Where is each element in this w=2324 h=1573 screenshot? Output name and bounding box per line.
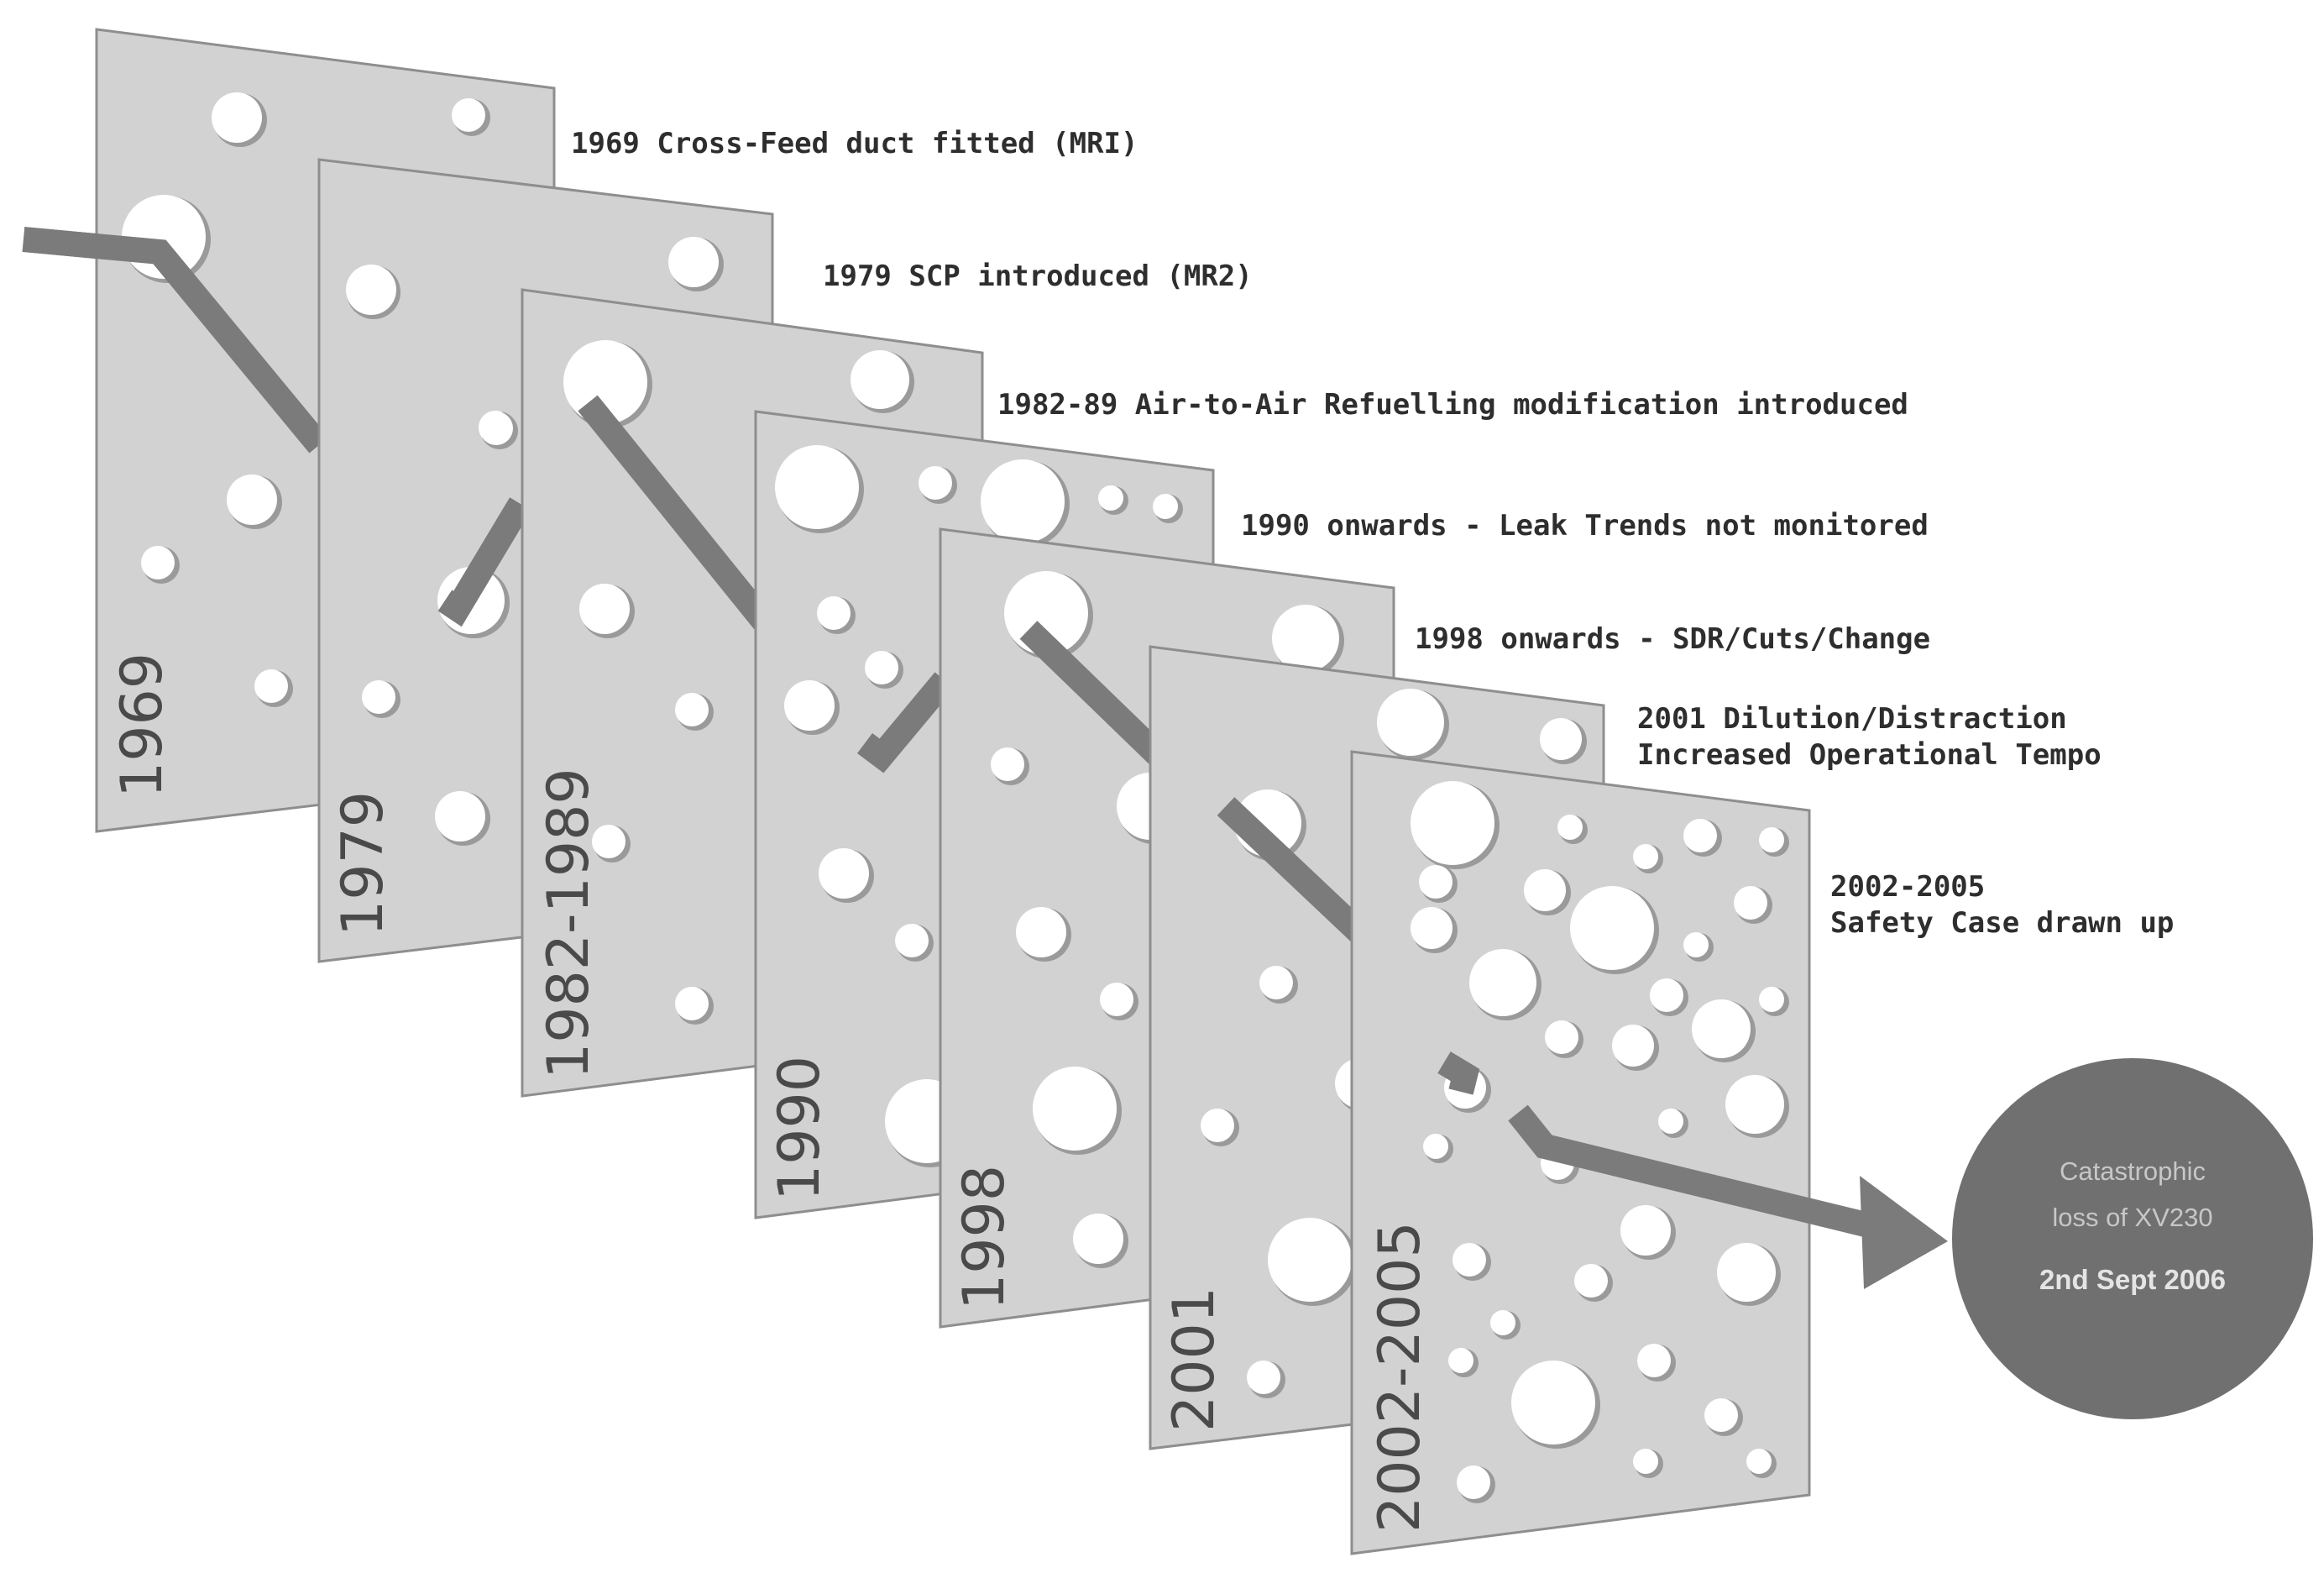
event-labels: 1969 Cross-Feed duct fitted (MRI) 1979 S… [571,127,2174,940]
plate-year-label: 2001 [1161,1287,1227,1432]
event-label-1979: 1979 SCP introduced (MR2) [823,260,1253,293]
event-label-1969: 1969 Cross-Feed duct fitted (MRI) [571,127,1138,160]
plate-year-label: 1969 [109,653,175,798]
event-label-1990: 1990 onwards - Leak Trends not monitored [1241,509,1929,543]
arrowhead-icon [1860,1176,1948,1289]
plate-year-label: 2002-2005 [1367,1221,1433,1533]
plate-year-label: 1982-1989 [536,768,602,1079]
outcome-circle: Catastrophic loss of XV230 2nd Sept 2006 [1952,1058,2313,1419]
plate-holes [1411,781,1789,1503]
trajectory-segment [1437,1051,1480,1095]
outcome-date: 2nd Sept 2006 [2039,1264,2226,1295]
event-label-1982: 1982-89 Air-to-Air Refuelling modificati… [997,388,1908,422]
event-label-2001-line1: 2001 Dilution/Distraction [1637,702,2067,736]
trajectory-segment [1508,1104,1876,1239]
trajectory-segment [857,672,955,773]
event-label-2001-line2: Increased Operational Tempo [1637,738,2102,772]
plate-year-label: 1998 [951,1165,1018,1310]
event-label-2002-line1: 2002-2005 [1830,870,1985,904]
outcome-line-1: Catastrophic [2060,1156,2206,1186]
plate-holes [122,92,490,707]
trajectory-segment [578,395,774,630]
outcome-circle-shape [1952,1058,2313,1419]
trajectory-segment [22,227,329,454]
trajectory-segment [1019,621,1168,765]
event-label-1998: 1998 onwards - SDR/Cuts/Change [1415,622,1930,656]
outcome-line-2: loss of XV230 [2052,1203,2212,1232]
event-label-2002-line2: Safety Case drawn up [1830,906,2174,940]
trajectory-arrow [1437,1051,1948,1289]
plate-year-label: 1979 [330,791,396,936]
plate-year-label: 1990 [767,1056,833,1201]
trajectory-segment [437,497,531,627]
